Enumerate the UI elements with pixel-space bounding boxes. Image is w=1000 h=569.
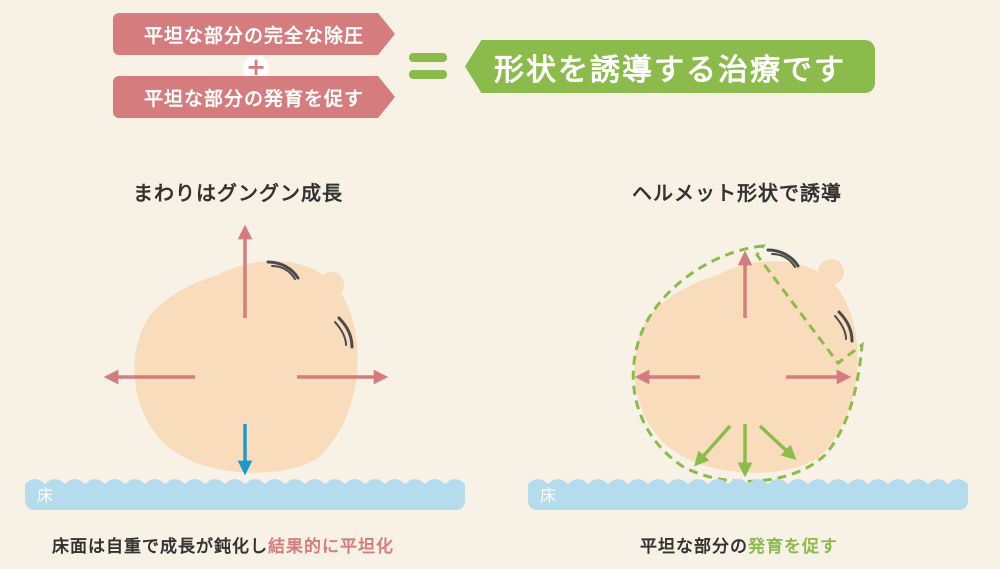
formula-term-decompression: 平坦な部分の完全な除圧 (113, 13, 395, 55)
eyebrow-icon (766, 248, 800, 268)
right-caption-highlight: 発育を促す (748, 537, 838, 557)
left-caption-highlight: 結果的に平坦化 (268, 537, 394, 557)
ear-icon (818, 259, 844, 285)
left-caption: 床面は自重で成長が鈍化し結果的に平坦化 (52, 532, 394, 557)
right-floor (528, 479, 968, 510)
floor-label: 床 (37, 486, 54, 505)
floor-label: 床 (540, 486, 557, 505)
right-caption-text: 平坦な部分の (640, 537, 748, 557)
eye-icon (337, 316, 354, 349)
formula-term-growth: 平坦な部分の発育を促す (113, 76, 395, 118)
right-caption: 平坦な部分の発育を促す (640, 532, 838, 557)
eye-icon (837, 310, 854, 343)
eyebrow-icon (266, 260, 300, 280)
left-panel-heading: まわりはグングン成長 (133, 181, 343, 205)
equals-sign (409, 51, 447, 81)
helmet-outline (631, 244, 864, 483)
left-head (134, 260, 358, 473)
right-panel-heading: ヘルメット形状で誘導 (632, 181, 842, 205)
arrow-growth-down-left (694, 424, 732, 467)
left-floor (25, 479, 465, 510)
formula-result: 形状を誘導する治療です (465, 40, 875, 93)
arrow-growth-down-right (758, 424, 797, 461)
left-caption-text: 床面は自重で成長が鈍化し (52, 537, 268, 557)
ear-icon (318, 272, 344, 298)
